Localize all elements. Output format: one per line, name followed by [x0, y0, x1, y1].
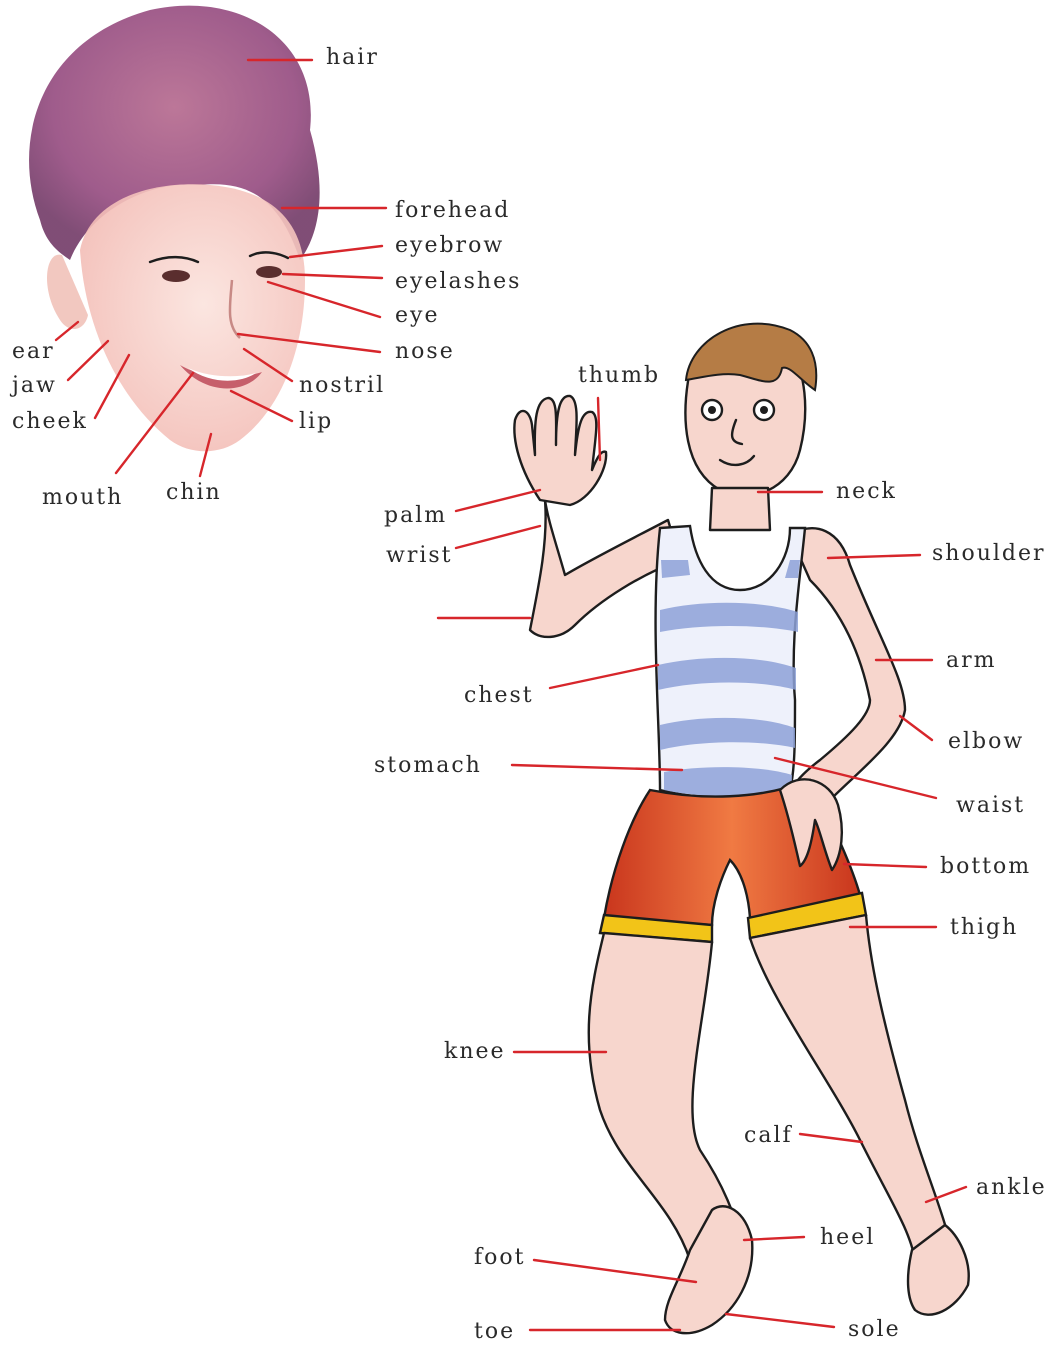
label-eyelashes: eyelashes [395, 269, 521, 294]
label-nose: nose [395, 339, 455, 364]
boy-right-pupil [760, 406, 768, 414]
label-eye: eye [395, 303, 439, 328]
label-thumb: thumb [578, 363, 660, 388]
label-hair: hair [326, 45, 379, 70]
label-ear: ear [12, 339, 55, 364]
label-waist: waist [956, 793, 1025, 818]
label-chin: chin [166, 480, 222, 505]
label-toe: toe [474, 1319, 515, 1344]
boy-illustration [514, 324, 968, 1334]
label-jaw: jaw [9, 373, 57, 398]
label-eyebrow: eyebrow [395, 233, 504, 258]
label-calf: calf [744, 1123, 793, 1148]
label-arm: arm [946, 648, 997, 673]
label-sole: sole [848, 1317, 901, 1342]
right-eye [256, 266, 282, 278]
raised-hand [514, 396, 606, 505]
boy-left-pupil [708, 406, 716, 414]
label-wrist: wrist [386, 543, 453, 568]
label-chest: chest [464, 683, 534, 708]
right-leg [750, 915, 955, 1260]
label-lip: lip [299, 409, 333, 434]
left-eye [162, 270, 190, 282]
label-heel: heel [820, 1225, 875, 1250]
label-neck: neck [836, 479, 897, 504]
label-bottom: bottom [940, 854, 1031, 879]
label-nostril: nostril [299, 373, 385, 398]
label-cheek: cheek [12, 409, 88, 434]
label-elbow: elbow [948, 729, 1024, 754]
label-foot: foot [474, 1245, 525, 1270]
label-thigh: thigh [950, 915, 1018, 940]
label-forehead: forehead [395, 198, 510, 223]
label-palm: palm [384, 503, 447, 528]
label-mouth: mouth [42, 485, 123, 510]
label-knee: knee [444, 1039, 506, 1064]
label-shoulder: shoulder [932, 541, 1046, 566]
face-illustration [29, 6, 320, 452]
neck-shape [710, 488, 770, 530]
label-ankle: ankle [976, 1175, 1047, 1200]
label-stomach: stomach [374, 753, 482, 778]
